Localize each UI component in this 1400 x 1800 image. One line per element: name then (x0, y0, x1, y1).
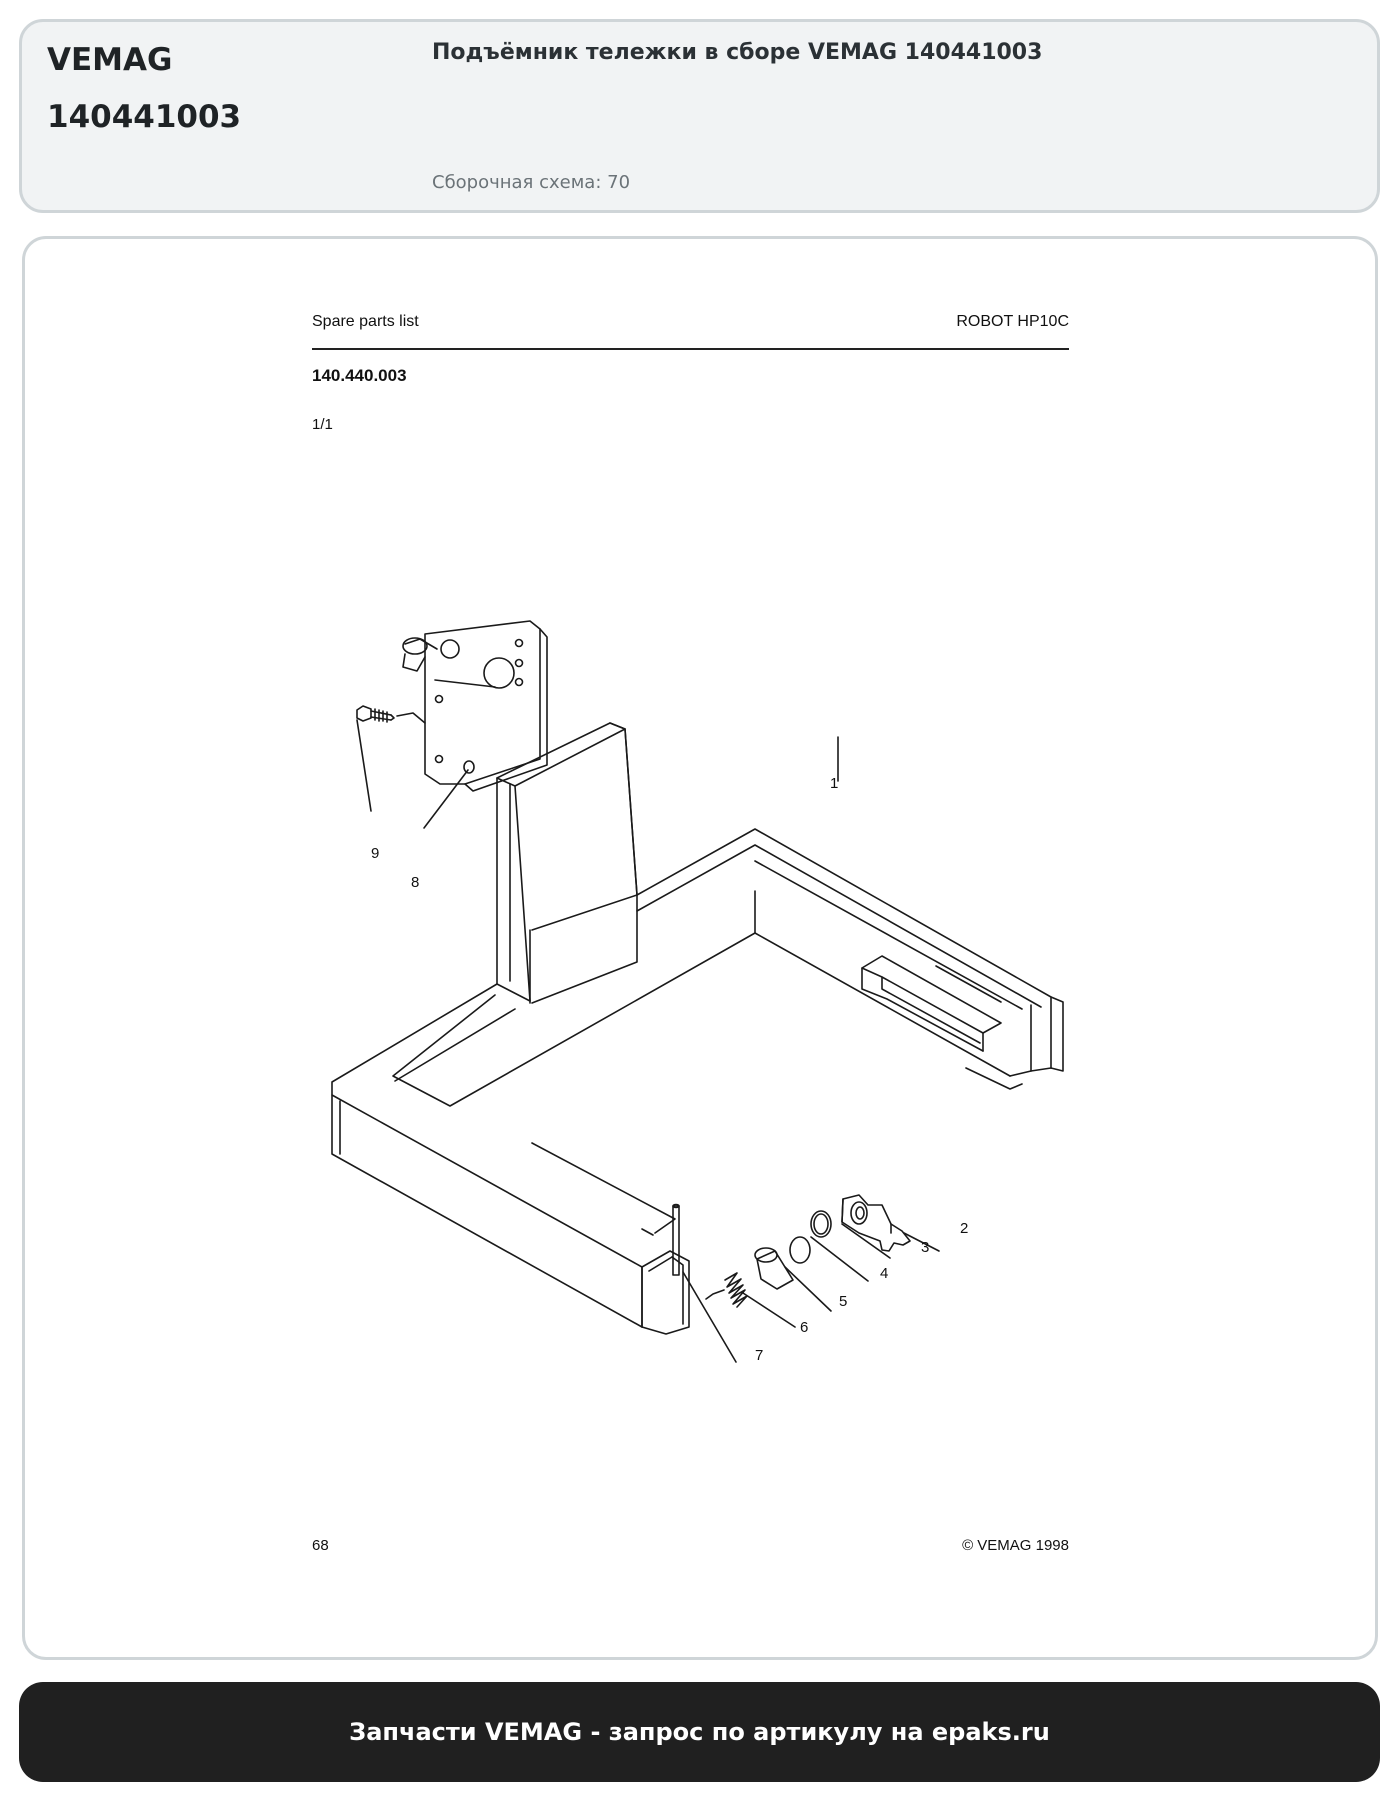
brand-name: VEMAG (47, 42, 173, 78)
brand-title: VEMAG 140441003 (47, 32, 241, 146)
callout-8: 8 (411, 874, 419, 891)
header-panel: VEMAG 140441003 Подъёмник тележки в сбор… (19, 19, 1380, 213)
page-title: Подъёмник тележки в сборе VEMAG 14044100… (432, 40, 1043, 65)
callout-7: 7 (755, 1347, 763, 1364)
doc-left-header: Spare parts list (312, 313, 419, 330)
footer-text: Запчасти VEMAG - запрос по артикулу на e… (349, 1718, 1050, 1746)
doc-right-header: ROBOT HP10C (956, 313, 1069, 330)
exploded-assembly-drawing: 1 2 3 4 5 6 7 8 9 (331, 620, 1064, 1364)
callout-9: 9 (371, 845, 379, 862)
callout-5: 5 (839, 1293, 847, 1310)
callout-4: 4 (880, 1265, 888, 1282)
document-panel: Spare parts list ROBOT HP10C 140.440.003… (22, 236, 1378, 1660)
callout-3: 3 (921, 1239, 929, 1256)
doc-header-rule (312, 348, 1069, 350)
doc-part-number: 140.440.003 (312, 366, 407, 385)
doc-page-fraction: 1/1 (312, 416, 333, 433)
brand-article: 140441003 (47, 99, 242, 135)
callout-6: 6 (800, 1319, 808, 1336)
assembly-scheme-label: Сборочная схема: 70 (432, 172, 631, 193)
doc-page-number: 68 (312, 1537, 329, 1554)
callout-2: 2 (960, 1220, 968, 1237)
doc-copyright: © VEMAG 1998 (962, 1537, 1069, 1554)
callout-1: 1 (830, 775, 838, 792)
footer-banner: Запчасти VEMAG - запрос по артикулу на e… (19, 1682, 1380, 1782)
